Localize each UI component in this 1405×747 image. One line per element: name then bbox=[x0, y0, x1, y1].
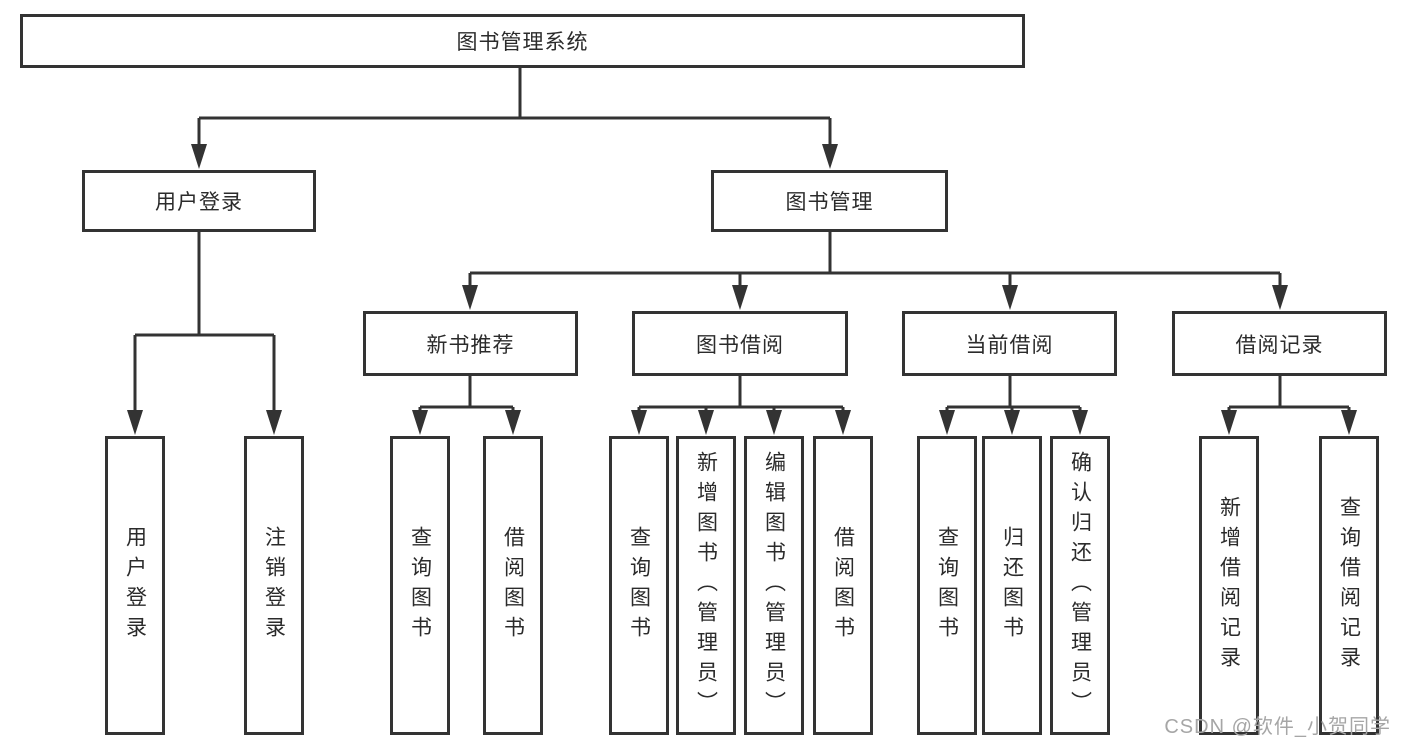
leaf-add-book-admin: 新增图书（管理员） bbox=[676, 436, 736, 735]
leaf-query-books-current: 查询图书 bbox=[917, 436, 977, 735]
leaf-query-books-borrowing: 查询图书 bbox=[609, 436, 669, 735]
leaf-user-login: 用户登录 bbox=[105, 436, 165, 735]
node-label: 当前借阅 bbox=[965, 333, 1054, 357]
node-label: 归还图书 bbox=[1000, 525, 1024, 646]
node-book-borrowing: 图书借阅 bbox=[632, 311, 848, 376]
node-label: 查询图书 bbox=[627, 525, 651, 646]
leaf-confirm-return-admin: 确认归还（管理员） bbox=[1050, 436, 1110, 735]
node-label: 新增图书（管理员） bbox=[694, 450, 718, 721]
node-label: 借阅图书 bbox=[501, 525, 525, 646]
leaf-return-book: 归还图书 bbox=[982, 436, 1042, 735]
node-label: 查询借阅记录 bbox=[1337, 495, 1361, 676]
node-label: 用户登录 bbox=[155, 191, 243, 214]
node-user-login: 用户登录 bbox=[82, 170, 316, 232]
leaf-add-borrow-record: 新增借阅记录 bbox=[1199, 436, 1259, 735]
node-book-management: 图书管理 bbox=[711, 170, 948, 232]
node-label: 新书推荐 bbox=[426, 333, 515, 357]
node-label: 图书借阅 bbox=[696, 333, 784, 357]
node-label: 确认归还（管理员） bbox=[1068, 450, 1092, 721]
node-new-book-recommendation: 新书推荐 bbox=[363, 311, 578, 376]
csdn-watermark: CSDN @软件_小贺同学 bbox=[1164, 716, 1391, 738]
node-label: 图书管理 bbox=[785, 191, 874, 214]
leaf-edit-book-admin: 编辑图书（管理员） bbox=[744, 436, 804, 735]
node-label: 图书管理系统 bbox=[456, 31, 589, 54]
node-label: 借阅记录 bbox=[1235, 333, 1324, 357]
node-label: 编辑图书（管理员） bbox=[762, 450, 786, 721]
node-label: 注销登录 bbox=[262, 525, 286, 646]
node-label: 查询图书 bbox=[935, 525, 959, 646]
node-current-borrowing: 当前借阅 bbox=[902, 311, 1117, 376]
node-label: 借阅图书 bbox=[831, 525, 855, 646]
node-label: 新增借阅记录 bbox=[1217, 495, 1241, 676]
node-borrowing-records: 借阅记录 bbox=[1172, 311, 1387, 376]
node-label: 用户登录 bbox=[123, 525, 147, 646]
node-label: 查询图书 bbox=[408, 525, 432, 646]
leaf-borrow-books: 借阅图书 bbox=[813, 436, 873, 735]
leaf-query-books-recommend: 查询图书 bbox=[390, 436, 450, 735]
leaf-borrow-books-recommend: 借阅图书 bbox=[483, 436, 543, 735]
leaf-logout: 注销登录 bbox=[244, 436, 304, 735]
leaf-query-borrow-record: 查询借阅记录 bbox=[1319, 436, 1379, 735]
node-library-system: 图书管理系统 bbox=[20, 14, 1025, 68]
